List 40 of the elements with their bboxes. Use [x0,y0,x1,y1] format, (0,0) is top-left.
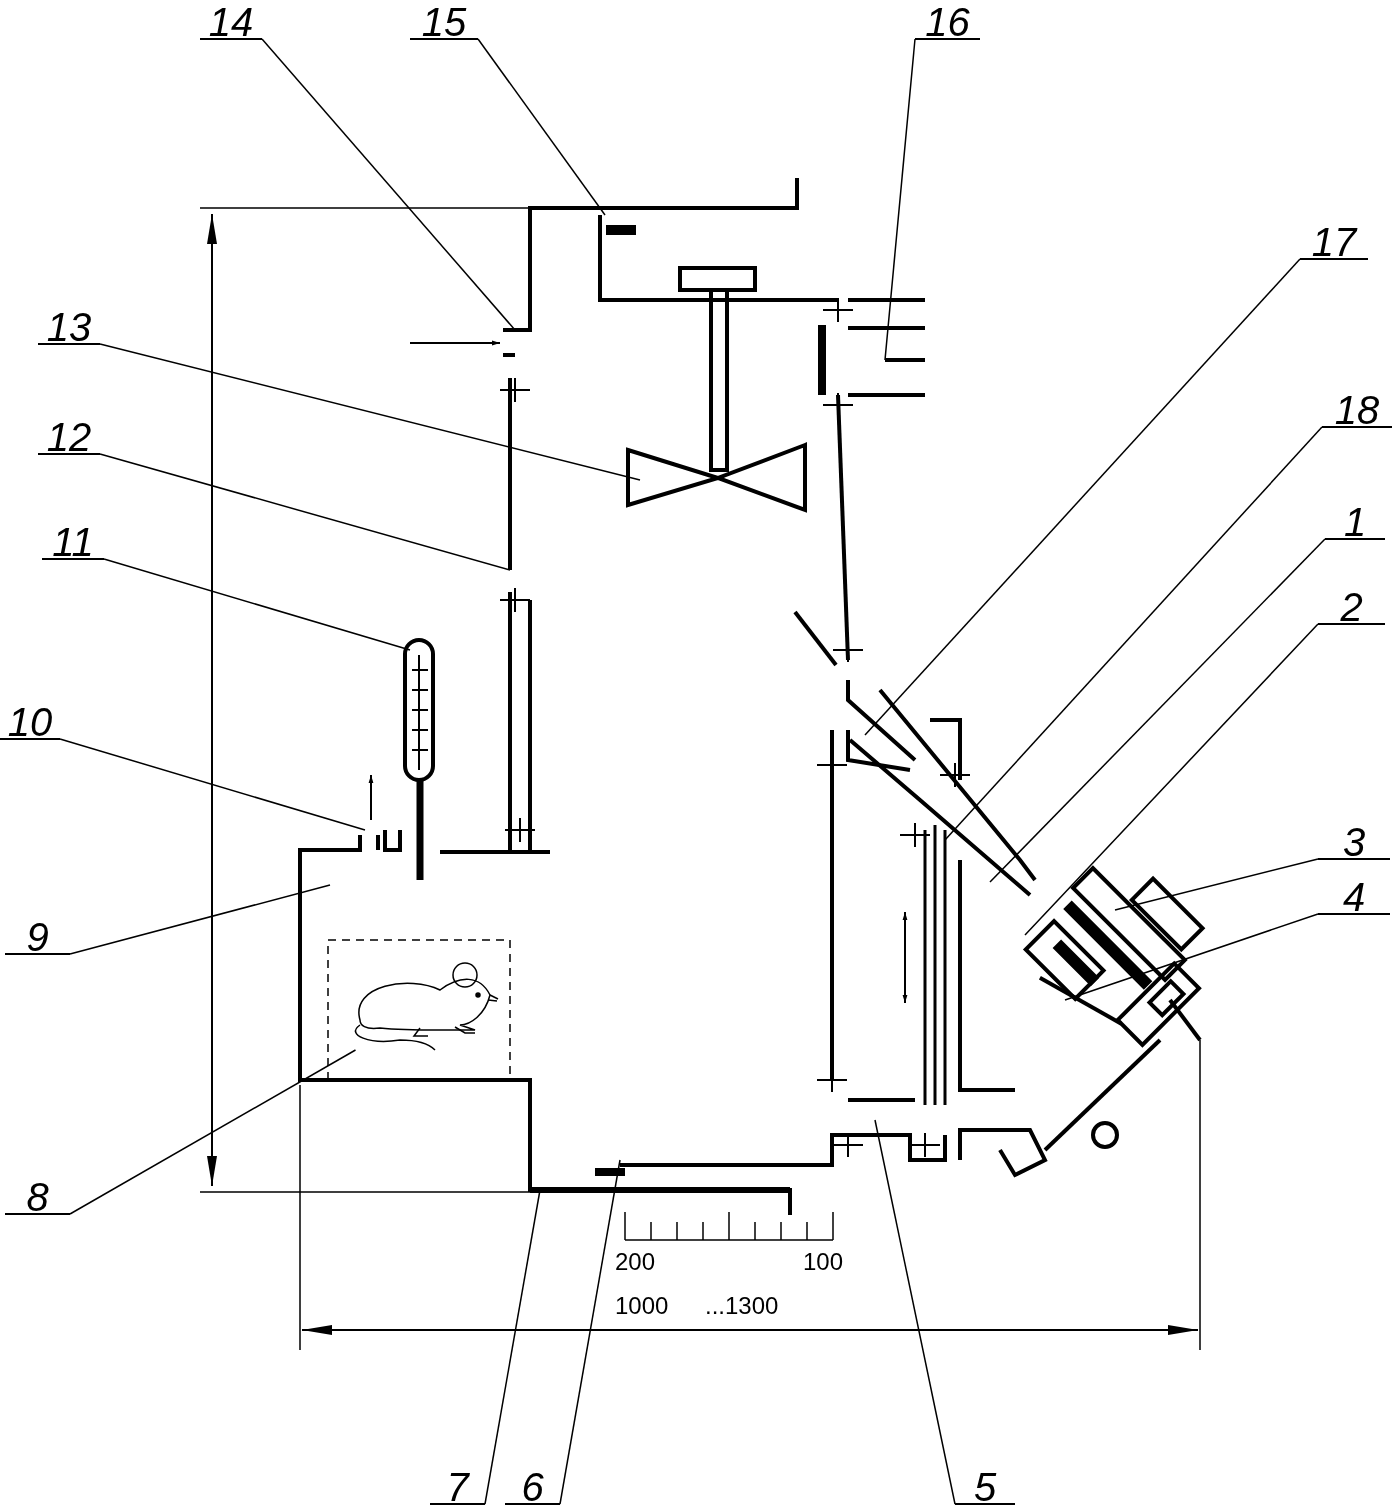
callout-number: 2 [1318,585,1385,625]
callout-number: 12 [38,415,100,455]
leader-line [477,38,606,216]
callout-number: 8 [5,1175,70,1215]
callout-number: 5 [955,1465,1015,1505]
callout-number: 13 [38,305,100,345]
leader-line [1064,913,1319,1001]
callout-number: 1 [1325,500,1385,540]
leader-line [103,558,411,651]
leader-line [99,453,511,571]
callout-number: 15 [410,0,478,40]
callout-number: 4 [1318,875,1390,915]
leader-line [874,1119,956,1505]
callout-number: 7 [430,1465,485,1505]
callout-number: 16 [915,0,980,40]
callout-number: 18 [1322,388,1392,428]
callout-number: 10 [0,700,60,740]
leader-line [559,1159,621,1505]
leader-line [989,538,1326,883]
callout-number: 9 [5,915,70,955]
callout-number: 11 [42,520,104,560]
scale-label: ...1300 [705,1292,779,1320]
scale-label: 100 [803,1248,844,1276]
callout-number: 6 [505,1465,560,1505]
leader-line [69,1049,357,1215]
leader-line [864,258,1301,736]
leader-line [1024,623,1319,936]
leader-line [69,884,331,955]
scale-label: 200 [615,1248,656,1276]
leader-line [59,738,366,831]
leader-line [99,343,641,481]
leader-line [1114,858,1319,911]
mouse-drawing [354,962,499,1051]
leader-line [884,38,916,361]
leader-line [944,426,1323,841]
callout-number: 17 [1300,220,1368,260]
callout-number: 3 [1318,820,1390,860]
leader-line [261,38,516,331]
callout-number: 14 [200,0,262,40]
scale-label: 1000 [615,1292,669,1320]
